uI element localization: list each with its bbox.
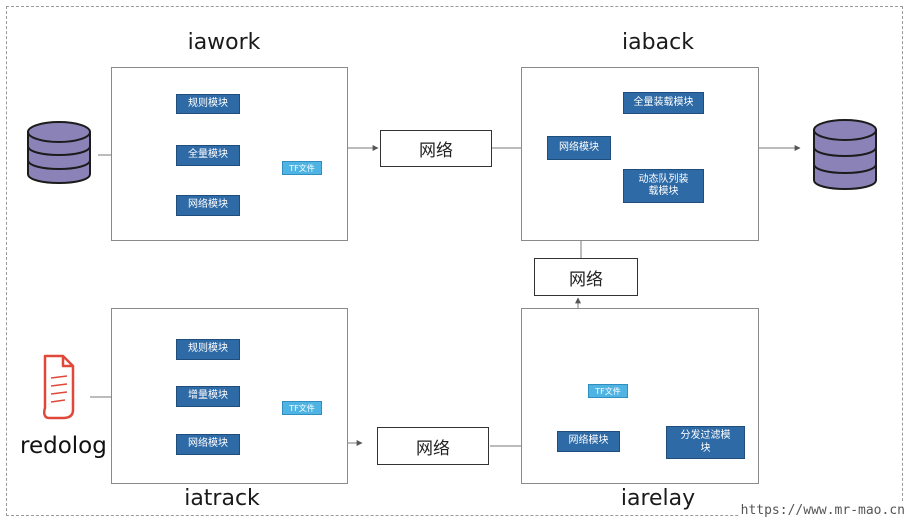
- iawork-rules-module: 规则模块: [176, 94, 240, 114]
- network-bottom: 网络: [377, 427, 489, 465]
- iarelay-network-module: 网络模块: [557, 431, 620, 452]
- database-icon: [27, 121, 91, 184]
- iawork-network-module: 网络模块: [176, 195, 240, 216]
- iatrack-network-module: 网络模块: [176, 434, 240, 455]
- iawork-full-module: 全量模块: [176, 145, 240, 166]
- iatrack-incremental-module: 增量模块: [176, 386, 240, 407]
- iaback-title: iaback: [622, 30, 694, 55]
- watermark: https://www.mr-mao.cn: [738, 503, 907, 518]
- iatrack-title: iatrack: [184, 486, 260, 511]
- iatrack-rules-module: 规则模块: [176, 339, 240, 360]
- iarelay-dispatch-filter-module: 分发过滤模块: [666, 426, 745, 459]
- iawork-tf-file: TF文件: [282, 161, 322, 175]
- document-icon: [42, 354, 75, 420]
- iatrack-tf-file: TF文件: [282, 401, 322, 415]
- dashed-frame: [6, 6, 903, 516]
- iaback-full-load-module: 全量装载模块: [623, 92, 704, 114]
- network-middle: 网络: [534, 258, 638, 296]
- redolog-label: redolog: [20, 433, 107, 459]
- network-top: 网络: [380, 130, 492, 167]
- iarelay-tf-file: TF文件: [588, 384, 628, 398]
- iaback-queue-load-module: 动态队列装载模块: [623, 169, 704, 203]
- database-icon: [813, 119, 877, 190]
- iaback-network-module: 网络模块: [547, 136, 611, 160]
- iarelay-title: iarelay: [620, 486, 696, 511]
- iawork-title: iawork: [187, 30, 261, 55]
